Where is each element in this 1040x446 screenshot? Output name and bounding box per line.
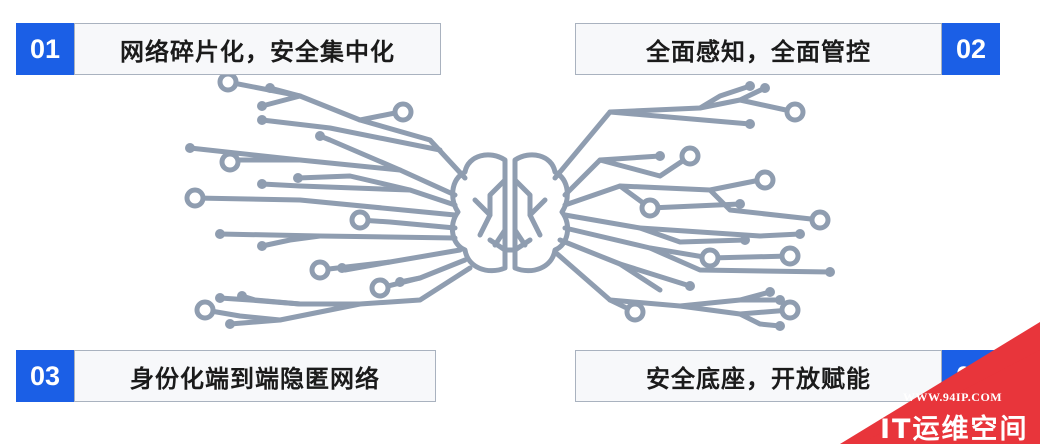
card-number: 02 — [942, 23, 1000, 75]
circuit-solid-nodes — [185, 81, 835, 331]
watermark-name: IT运维空间 — [880, 414, 1029, 445]
card-label: 身份化端到端隐匿网络 — [74, 350, 436, 402]
card-number: 01 — [16, 23, 74, 75]
watermark-url: WWW.94IP.COM — [903, 390, 1003, 404]
card-label: 安全底座，开放赋能 — [575, 350, 942, 402]
card-label: 网络碎片化，安全集中化 — [74, 23, 441, 75]
right-circuit-lines — [552, 83, 833, 329]
circuit-open-nodes — [184, 71, 831, 323]
card-01: 01 网络碎片化，安全集中化 — [16, 23, 441, 75]
card-label: 全面感知，全面管控 — [575, 23, 942, 75]
card-number: 03 — [16, 350, 74, 402]
card-03: 03 身份化端到端隐匿网络 — [16, 350, 436, 402]
card-02: 02 全面感知，全面管控 — [575, 23, 1000, 75]
brain-icon — [449, 152, 571, 274]
